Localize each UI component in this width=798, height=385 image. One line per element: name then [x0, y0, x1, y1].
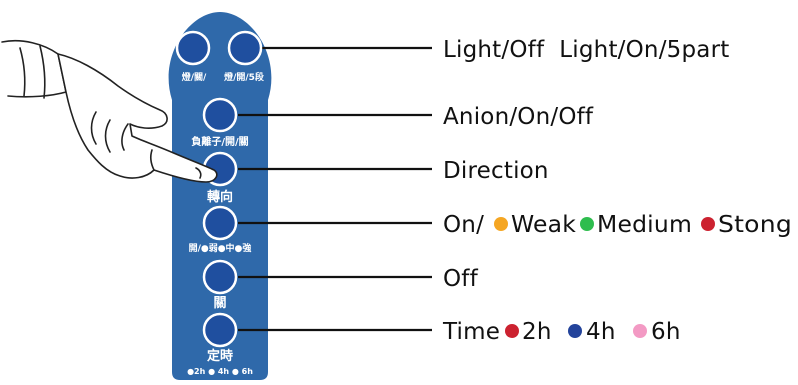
- off-button[interactable]: [202, 259, 238, 295]
- medium-dot-icon: [580, 217, 594, 231]
- timer-2h-dot-icon: [505, 324, 519, 338]
- pointing-hand-icon: [1, 39, 218, 183]
- timer-4h-dot-icon: [568, 324, 582, 338]
- callout-timer: Time 2h 4h 6h: [442, 319, 681, 345]
- timer-prefix-label: Time: [442, 319, 500, 345]
- speed-strong-label: Stong: [718, 212, 792, 238]
- direction-remote-label: 轉向: [207, 189, 233, 205]
- timer-remote-label: 定時: [206, 348, 233, 364]
- light-on-button[interactable]: [227, 30, 263, 66]
- timer-6h-label: 6h: [651, 319, 681, 345]
- anion-button[interactable]: [202, 97, 238, 133]
- callout-direction: Direction: [443, 158, 549, 184]
- speed-remote-label: 開/●弱●中●強: [189, 242, 252, 254]
- anion-remote-label: 負離子/開/關: [191, 135, 248, 148]
- strong-dot-icon: [701, 217, 715, 231]
- remote-control-body: [168, 12, 272, 380]
- timer-4h-label: 4h: [586, 319, 616, 345]
- light-off-remote-label: 燈/關/: [182, 71, 207, 83]
- light-on-remote-label: 燈/開/5段: [224, 71, 265, 83]
- timer-6h-dot-icon: [633, 324, 647, 338]
- speed-medium-label: Medium: [597, 212, 692, 238]
- callout-speed: On/ Weak Medium Stong: [443, 212, 792, 238]
- callout-anion: Anion/On/Off: [443, 104, 594, 130]
- weak-dot-icon: [494, 217, 508, 231]
- speed-prefix-label: On/: [443, 212, 484, 238]
- timer-2h-label: 2h: [522, 319, 552, 345]
- timer-button[interactable]: [202, 312, 238, 348]
- light-off-button[interactable]: [175, 30, 211, 66]
- timer-sub-remote-label: ●2h ● 4h ● 6h: [187, 367, 253, 376]
- off-remote-label: 關: [213, 296, 226, 311]
- speed-button[interactable]: [202, 205, 238, 241]
- callout-light: Light/Off Light/On/5part: [443, 37, 729, 63]
- callout-off: Off: [443, 266, 479, 292]
- leader-lines: [238, 46, 432, 332]
- speed-weak-label: Weak: [511, 212, 576, 238]
